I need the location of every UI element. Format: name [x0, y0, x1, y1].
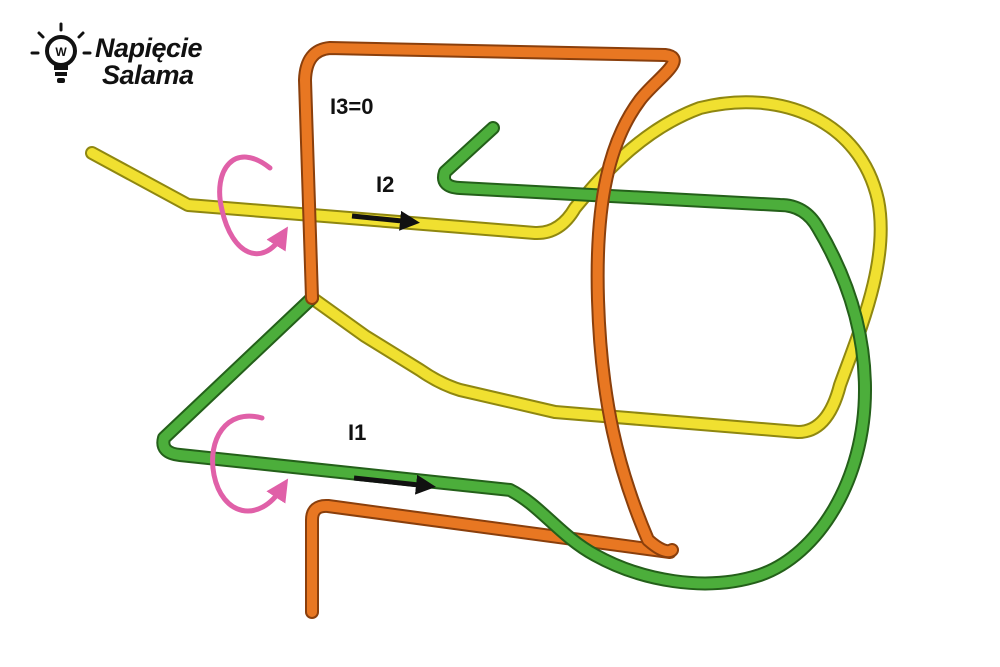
logo-line-1: Napięcie — [95, 33, 203, 63]
current-arrow-i2 — [351, 210, 420, 231]
current-arrow-i1 — [353, 474, 436, 495]
bulb-letter: W — [55, 45, 67, 59]
orange-wire-front — [298, 41, 681, 559]
green-wire — [156, 121, 872, 591]
label-i1: I1 — [348, 420, 366, 445]
logo-line-2: Salama — [102, 60, 194, 90]
yellow-wire — [85, 95, 888, 439]
brand-logo: W Napięcie Salama — [30, 22, 203, 90]
orange-wire-back — [305, 498, 677, 619]
label-i2: I2 — [376, 172, 394, 197]
label-i3: I3=0 — [330, 94, 373, 119]
field-rotation-arrow-lower — [210, 413, 289, 514]
lightbulb-icon: W — [30, 22, 92, 83]
field-rotation-arrow-upper — [217, 154, 288, 257]
